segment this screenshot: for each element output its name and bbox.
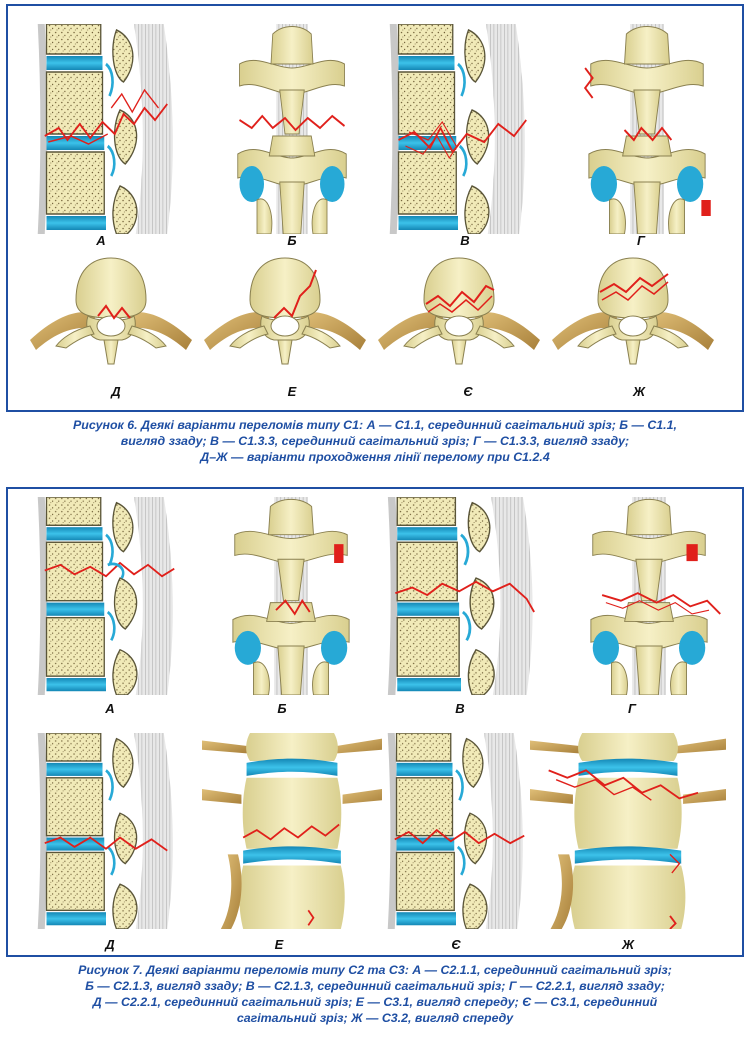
figure-7-frame: А Б В Г Д Е Є Ж — [6, 487, 744, 957]
fig7-label-b: Б — [277, 701, 287, 716]
fig6-label-e: Д — [111, 384, 121, 399]
fig7-panel-g-sagittal — [386, 733, 526, 929]
fig7-panel-c-sagittal — [386, 497, 536, 695]
fig6-label-g: Є — [463, 384, 473, 399]
fig6-panel-h-axial — [548, 256, 718, 366]
fig7-panel-d-posterior — [574, 497, 724, 695]
fig6-panel-a-sagittal — [36, 24, 176, 234]
fig6-caption-line-2: вигляд ззаду; В — С1.3.3, серединний саг… — [120, 434, 630, 448]
fig6-label-h: Ж — [632, 384, 646, 399]
figure-6-caption: Рисунок 6. Деякі варіанти переломів типу… — [16, 417, 734, 465]
fig6-label-f: Е — [287, 384, 297, 399]
fig7-label-g: Є — [451, 937, 461, 952]
fig7-panel-h-anterior — [530, 733, 726, 929]
fig7-label-a: А — [105, 701, 115, 716]
fig6-panel-d-posterior — [572, 24, 722, 234]
fig7-label-c: В — [455, 701, 465, 716]
fig7-caption-line-3: Д — С2.2.1, серединний сагітальний зріз;… — [92, 995, 658, 1009]
fig7-label-f: Е — [274, 937, 284, 952]
fig7-caption-line-1: Рисунок 7. Деякі варіанти переломів типу… — [78, 963, 672, 977]
fig7-panel-a-sagittal — [36, 497, 176, 695]
fig7-label-d: Г — [628, 701, 636, 716]
fig6-caption-line-3: Д–Ж — варіанти проходження лінії перелом… — [200, 450, 550, 464]
fig7-label-e: Д — [105, 937, 115, 952]
fig6-panel-g-axial — [374, 256, 544, 366]
fig6-label-b: Б — [287, 233, 297, 248]
figure-7-caption: Рисунок 7. Деякі варіанти переломів типу… — [16, 962, 734, 1026]
fig6-panel-e-axial — [26, 256, 196, 366]
fig6-label-a: А — [96, 233, 106, 248]
fig6-panel-f-axial — [200, 256, 370, 366]
fig6-caption-line-1: Рисунок 6. Деякі варіанти переломів типу… — [73, 418, 677, 432]
figure-6-frame: А Б В Г Д Е Є Ж — [6, 4, 744, 412]
fig7-panel-e-sagittal — [36, 733, 176, 929]
fig6-label-c: В — [460, 233, 470, 248]
fig7-caption-line-4: сагітальний зріз; Ж — С3.2, вигляд спере… — [236, 1011, 514, 1025]
fig7-panel-f-anterior — [202, 733, 382, 929]
fig7-panel-b-posterior — [216, 497, 366, 695]
fig6-panel-c-sagittal — [388, 24, 528, 234]
fig7-caption-line-2: Б — С2.1.3, вигляд ззаду; В — С2.1.3, се… — [85, 979, 665, 993]
fig6-panel-b-posterior — [222, 24, 362, 234]
fig7-label-h: Ж — [621, 937, 635, 952]
fig6-label-d: Г — [637, 233, 645, 248]
